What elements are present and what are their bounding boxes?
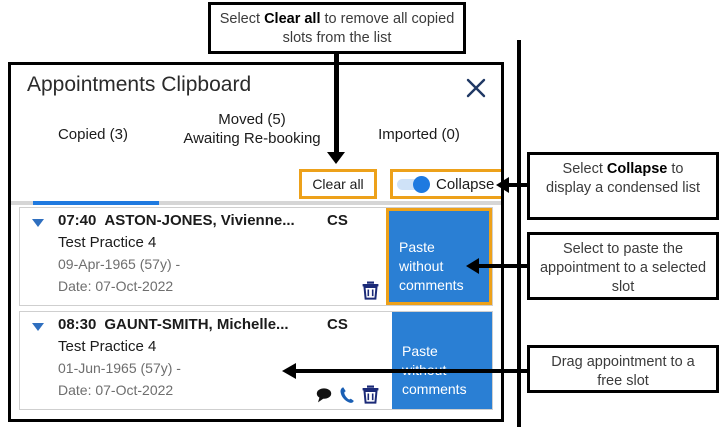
tab-moved-label: Moved (5): [218, 111, 286, 128]
close-icon[interactable]: [461, 73, 491, 103]
appointments-clipboard-panel: Appointments Clipboard Copied (3) Moved …: [8, 62, 504, 422]
tab-active-indicator: [33, 201, 159, 205]
tab-bar: Copied (3) Moved (5) Awaiting Re-booking…: [11, 109, 501, 205]
tab-moved[interactable]: Moved (5) Awaiting Re-booking: [163, 110, 341, 148]
callout-collapse: Select Collapse to display a condensed l…: [527, 152, 719, 220]
callout-paste: Select to paste the appointment to a sel…: [527, 232, 719, 300]
trash-icon[interactable]: [361, 279, 380, 300]
page-title: Appointments Clipboard: [27, 73, 252, 96]
appointment-time: 08:30: [58, 316, 97, 333]
callout-clear-bold: Clear all: [264, 11, 321, 27]
callout-collapse-bold: Collapse: [606, 161, 668, 177]
appointment-code: CS: [327, 212, 348, 229]
tab-imported[interactable]: Imported (0): [343, 125, 495, 144]
list-item[interactable]: 07:40 ASTON-JONES, Vivienne... CS Test Pr…: [19, 207, 493, 306]
trash-icon[interactable]: [361, 383, 380, 404]
appointment-practice: Test Practice 4: [58, 338, 157, 355]
appointment-heading: 08:30 GAUNT-SMITH, Michelle...: [58, 316, 289, 333]
phone-icon[interactable]: [339, 386, 355, 404]
appointment-heading: 07:40 ASTON-JONES, Vivienne...: [58, 212, 295, 229]
paste-callout-arrow-stem: [478, 264, 530, 268]
list-item[interactable]: 08:30 GAUNT-SMITH, Michelle... CS Test Pr…: [19, 311, 493, 410]
switch-knob: [413, 176, 430, 193]
collapse-callout-arrow-head: [496, 177, 509, 193]
clear-all-label: Clear all: [312, 176, 364, 192]
callout-collapse-before: Select: [562, 161, 607, 177]
callout-connector-spine: [517, 40, 521, 427]
comment-icon[interactable]: [315, 386, 333, 404]
clear-callout-arrow-stem: [334, 54, 339, 156]
appointment-icon-group: [315, 383, 380, 404]
collapse-switch-icon[interactable]: [397, 176, 433, 193]
drag-callout-arrow-stem: [295, 369, 530, 373]
appointment-dob: 01-Jun-1965 (57y) -: [58, 360, 181, 376]
callout-drag: Drag appointment to a free slot: [527, 345, 719, 393]
appointment-code: CS: [327, 316, 348, 333]
chevron-down-icon[interactable]: [32, 323, 44, 331]
callout-clear-after: to remove all copied slots from the list: [282, 11, 455, 46]
callout-collapse-after: to display a condensed list: [546, 161, 700, 196]
clear-callout-arrow-head: [327, 152, 345, 164]
tab-imported-label: Imported (0): [378, 126, 460, 143]
callout-clear-before: Select: [219, 11, 265, 27]
callout-clear-all: Select Clear all to remove all copied sl…: [208, 2, 466, 54]
paste-without-comments-button[interactable]: Paste without comments: [392, 312, 492, 409]
appointment-list: 07:40 ASTON-JONES, Vivienne... CS Test Pr…: [11, 207, 501, 419]
appointment-patient: GAUNT-SMITH, Michelle...: [104, 316, 289, 333]
paste-without-comments-button[interactable]: Paste without comments: [386, 208, 492, 305]
paste-callout-arrow-head: [466, 258, 479, 274]
appointment-time: 07:40: [58, 212, 97, 229]
appointment-patient: ASTON-JONES, Vivienne...: [104, 212, 295, 229]
tab-copied[interactable]: Copied (3): [23, 125, 163, 144]
appointment-dob: 09-Apr-1965 (57y) -: [58, 256, 181, 272]
collapse-callout-arrow-stem: [507, 183, 529, 187]
action-bar: Clear all Collapse: [11, 165, 501, 205]
tab-moved-sublabel: Awaiting Re-booking: [183, 130, 321, 147]
appointment-date: Date: 07-Oct-2022: [58, 382, 174, 398]
tab-track: [11, 201, 501, 205]
collapse-label: Collapse: [436, 175, 495, 193]
appointment-date: Date: 07-Oct-2022: [58, 278, 174, 294]
clear-all-button[interactable]: Clear all: [299, 169, 377, 199]
collapse-toggle[interactable]: Collapse: [390, 169, 501, 199]
appointment-practice: Test Practice 4: [58, 234, 157, 251]
panel-header: Appointments Clipboard: [11, 65, 501, 111]
chevron-down-icon[interactable]: [32, 219, 44, 227]
tab-copied-label: Copied (3): [57, 126, 129, 143]
appointment-icon-group: [361, 279, 380, 300]
drag-callout-arrow-head: [282, 363, 296, 379]
